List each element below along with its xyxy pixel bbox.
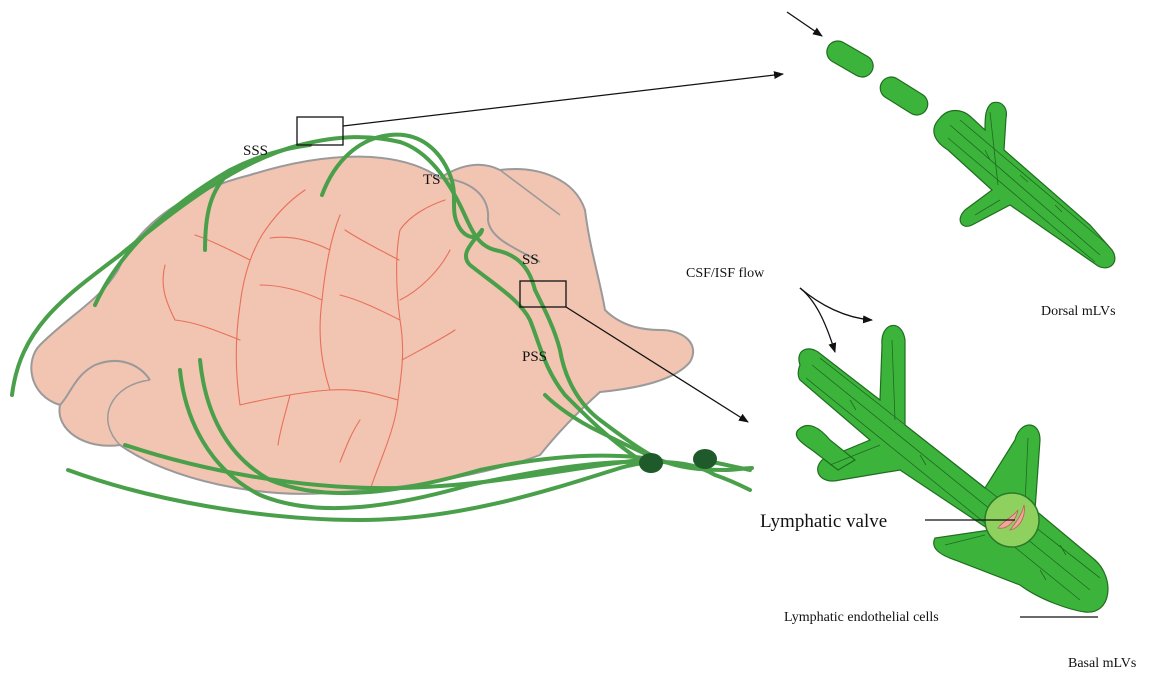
label-pss: PSS bbox=[522, 349, 547, 365]
basal-vessel-main bbox=[798, 325, 1108, 612]
label-ss: SS bbox=[522, 252, 539, 268]
label-ts: TS bbox=[423, 172, 441, 188]
flow-arrow-basal-2 bbox=[800, 288, 872, 320]
dorsal-vessel-main bbox=[934, 102, 1115, 267]
label-sss: SSS bbox=[243, 143, 268, 159]
label-dorsal-mlvs: Dorsal mLVs bbox=[1041, 304, 1116, 319]
callout-arrow-dorsal bbox=[343, 74, 783, 126]
label-endothelial-cells: Lymphatic endothelial cells bbox=[784, 610, 939, 625]
dorsal-mlvs: Dorsal mLVs bbox=[787, 12, 1116, 319]
label-basal-mlvs: Basal mLVs bbox=[1068, 656, 1136, 671]
dorsal-segment-2 bbox=[876, 73, 932, 119]
lymph-node-1 bbox=[639, 453, 663, 473]
label-csf-flow: CSF/ISF flow bbox=[686, 266, 765, 281]
label-lymphatic-valve: Lymphatic valve bbox=[760, 511, 887, 532]
flow-arrow-basal-1 bbox=[800, 288, 835, 352]
dorsal-segment-1 bbox=[823, 37, 877, 81]
lymph-node-2 bbox=[693, 449, 717, 469]
flow-arrow-dorsal bbox=[787, 12, 822, 36]
